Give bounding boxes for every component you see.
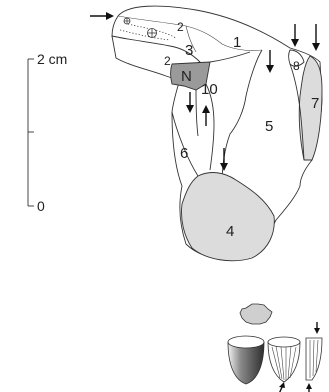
label-part-10: 10 bbox=[201, 81, 218, 98]
marker-cross-large bbox=[148, 29, 157, 38]
label-part-2-upper: 2 bbox=[177, 20, 184, 34]
label-part-N: N bbox=[181, 68, 192, 85]
arrow-down-top-8 bbox=[291, 24, 299, 47]
arrow-down-top-7 bbox=[312, 24, 320, 51]
main-section: 1 2 2 3 N 4 5 6 7 8 10 bbox=[90, 6, 322, 261]
label-part-6: 6 bbox=[180, 145, 188, 162]
scale-bar: 2 cm 0 bbox=[28, 51, 67, 214]
label-part-5: 5 bbox=[265, 118, 273, 135]
label-part-7: 7 bbox=[311, 95, 319, 112]
shaded-cup bbox=[228, 336, 264, 384]
scale-bottom-label: 0 bbox=[37, 198, 45, 214]
label-part-8: 8 bbox=[293, 59, 300, 73]
label-part-2-lower: 2 bbox=[164, 54, 171, 68]
label-part-3: 3 bbox=[185, 42, 193, 59]
scalloped-disc bbox=[240, 304, 272, 324]
scale-top-label: 2 cm bbox=[37, 51, 67, 67]
arrow-left-into-beak bbox=[90, 12, 114, 20]
half-cup bbox=[306, 322, 322, 392]
lower-sketches bbox=[228, 304, 322, 392]
label-part-4: 4 bbox=[226, 223, 234, 240]
marker-cross-small bbox=[124, 18, 130, 24]
label-part-1: 1 bbox=[233, 34, 241, 51]
ribbed-cup bbox=[268, 337, 300, 392]
